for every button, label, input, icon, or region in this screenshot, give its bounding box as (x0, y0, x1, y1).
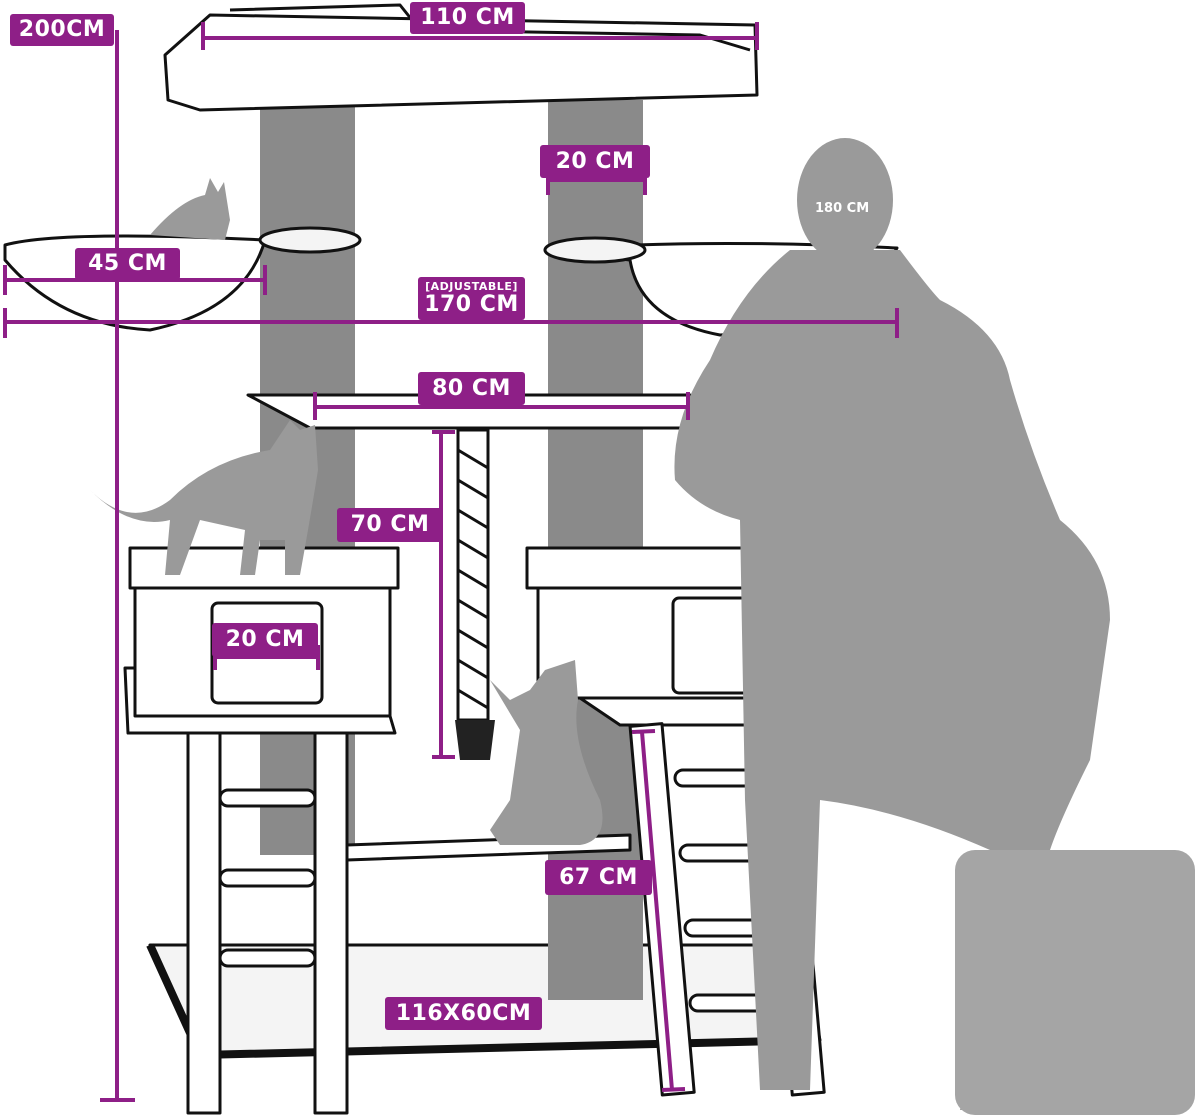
left-ladder-rungs (218, 788, 317, 968)
label-base-size: 116X60CM (385, 997, 542, 1030)
label-box-entrance: 20 CM (212, 623, 318, 657)
label-total-height: 200CM (10, 14, 114, 46)
pouf (955, 850, 1195, 1115)
right-leg-1 (628, 722, 696, 1097)
label-top-width: 110 CM (410, 2, 525, 34)
cat-standing (90, 420, 318, 575)
left-leg-2 (313, 731, 349, 1115)
left-leg-1 (186, 731, 222, 1115)
dimension-lines (3, 22, 899, 1102)
right-box-top (525, 546, 769, 590)
cat-playing (490, 660, 603, 845)
label-hammock-width: 45 CM (75, 248, 180, 280)
label-rope-height: 70 CM (337, 508, 443, 542)
label-mid-platform-width: 80 CM (418, 372, 525, 405)
cat-top (150, 178, 230, 240)
label-ladder-length: 67 CM (545, 860, 652, 895)
cats (90, 178, 603, 845)
label-total-width: [ADJUSTABLE] 170 CM (418, 277, 525, 320)
total-width-value: 170 CM (424, 292, 519, 317)
rope-toy (455, 428, 495, 760)
label-person-height: 180 CM (815, 201, 870, 216)
adjustable-note: [ADJUSTABLE] (425, 280, 518, 293)
left-hammock (3, 234, 267, 332)
label-post-diameter: 20 CM (540, 145, 650, 178)
right-box-door (671, 596, 755, 695)
